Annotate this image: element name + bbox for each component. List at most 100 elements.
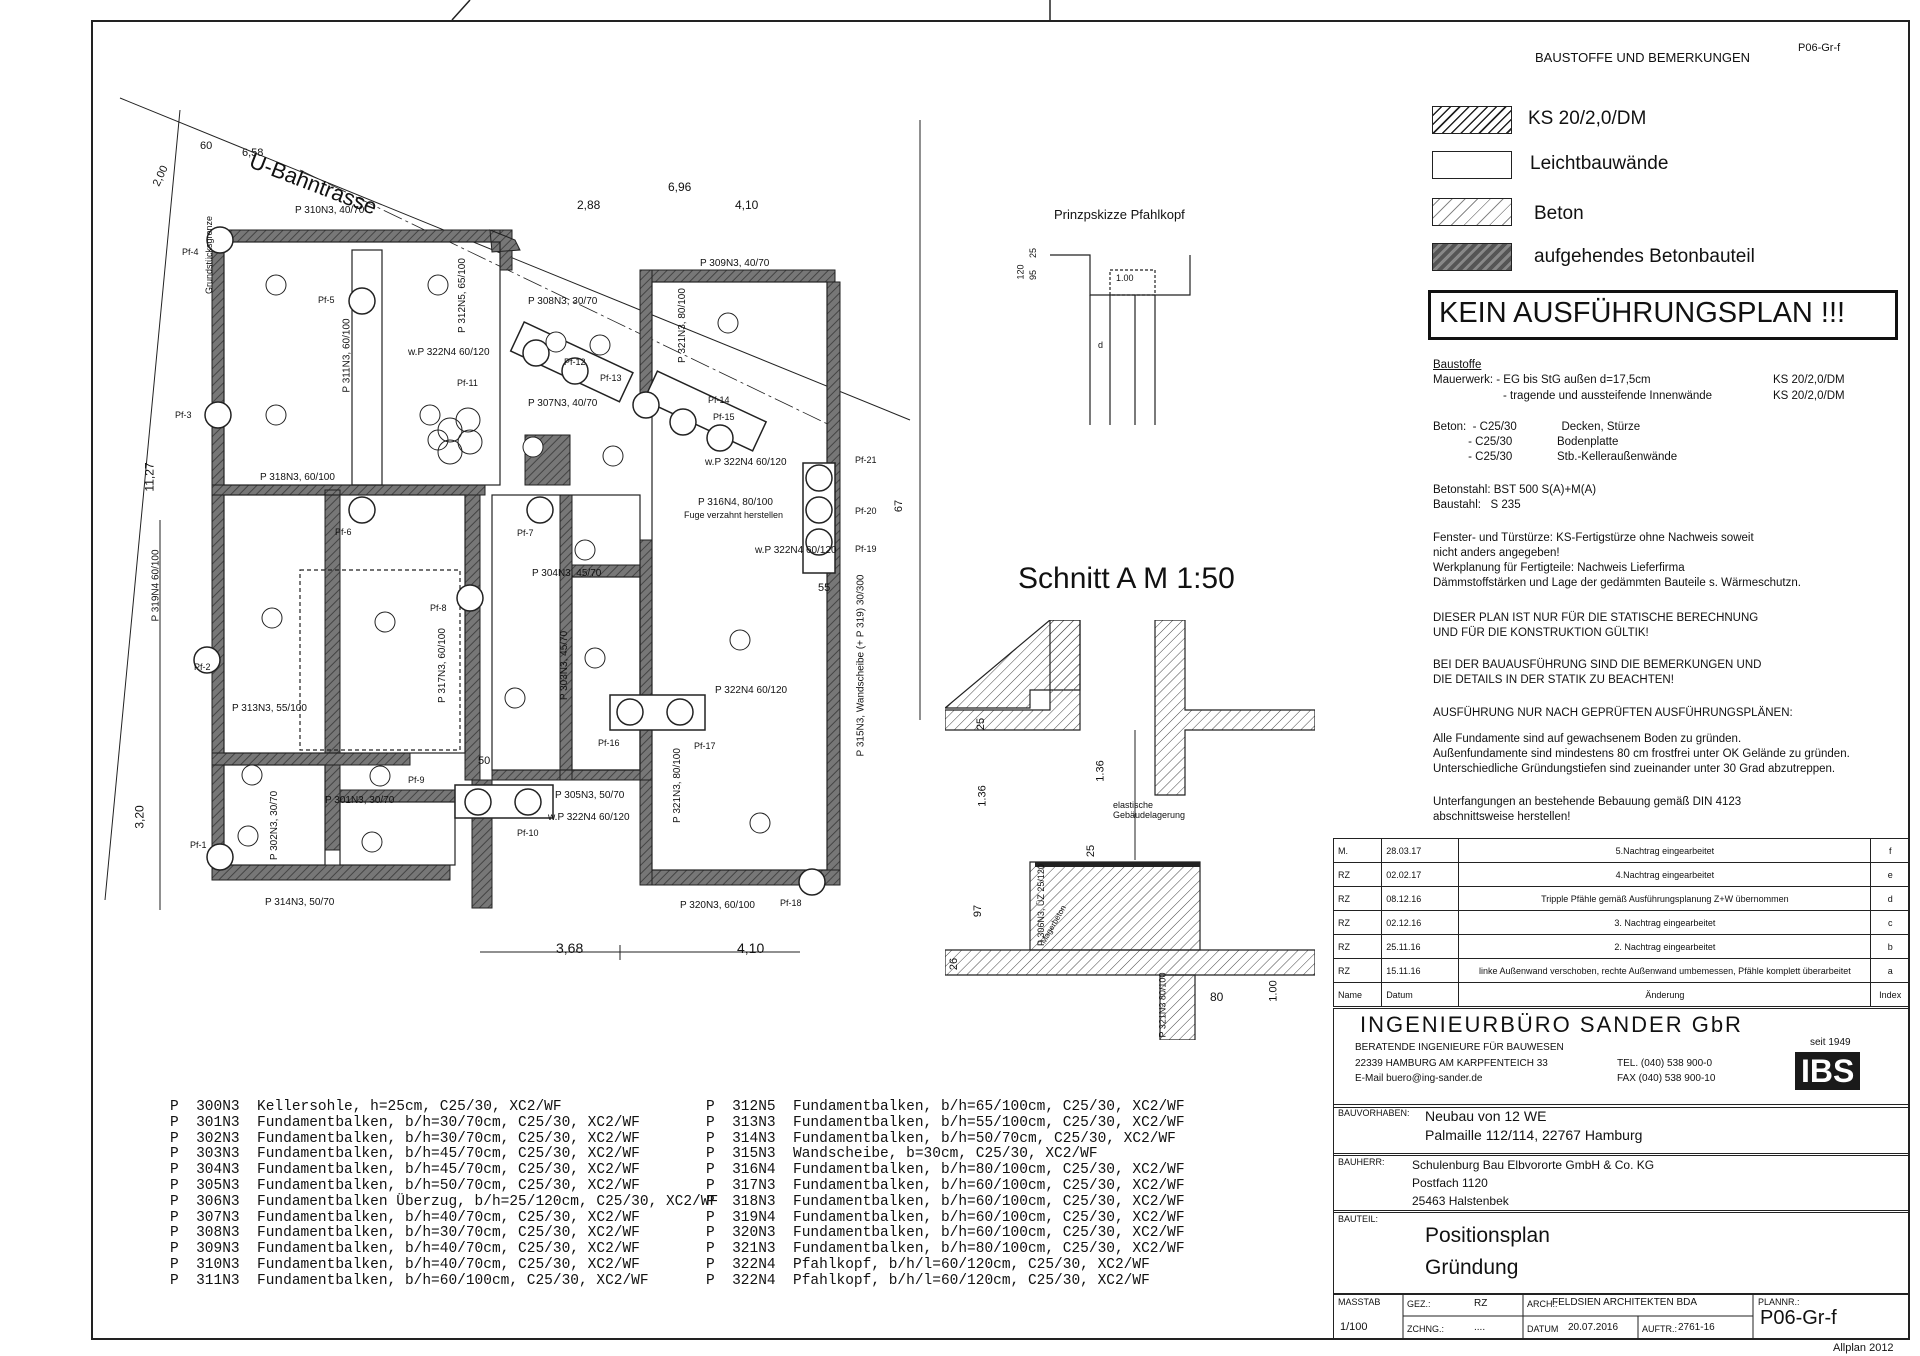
arch-label: ARCH.: xyxy=(1527,1299,1558,1309)
pile-label: Pf-4 xyxy=(182,247,199,257)
dim-80: 80 xyxy=(1210,990,1224,1004)
bauherr-line3: 25463 Halstenbek xyxy=(1412,1194,1509,1208)
software-label: Allplan 2012 xyxy=(1833,1342,1894,1354)
gez-label: GEZ.: xyxy=(1407,1299,1431,1309)
revision-name: RZ xyxy=(1332,958,1383,983)
pile-label: Pf-8 xyxy=(430,603,447,613)
foundation-plan xyxy=(104,97,921,960)
dim-100: 1.00 xyxy=(1267,980,1280,1002)
top-border-lines xyxy=(451,0,1051,21)
metadata-grid xyxy=(1402,1293,1754,1340)
revision-text: Tripple Pfähle gemäß Ausführungsplanung … xyxy=(1458,886,1872,911)
dim-26: 26 xyxy=(948,957,961,971)
legend-label: Leichtbauwände xyxy=(1530,153,1669,174)
axis-line xyxy=(299,169,841,431)
dim-410-top: 4,10 xyxy=(735,198,759,212)
pile-label: Pf-20 xyxy=(855,506,877,516)
metadata-row xyxy=(1333,1293,1910,1340)
notes-fenster: Fenster- und Türstürze: KS-Fertigstürze … xyxy=(1433,532,1801,589)
gez-value: RZ xyxy=(1474,1298,1488,1309)
pile-label: Pf-5 xyxy=(318,295,335,305)
legend-label: aufgehendes Betonbauteil xyxy=(1534,246,1755,267)
dim-120: 120 xyxy=(1015,264,1026,280)
notes-mauerwerk-value-2: KS 20/2,0/DM xyxy=(1773,390,1845,402)
pfahlkopf-label: w.P 322N4 60/120 xyxy=(408,347,490,358)
beam-label: P 309N3, 40/70 xyxy=(700,258,770,269)
pfahlkopf-label: w.P 322N4 60/120 xyxy=(548,812,630,823)
notes-stahl: Betonstahl: BST 500 S(A)+M(A) Baustahl: … xyxy=(1433,484,1597,511)
outer-walls xyxy=(211,229,841,909)
revision-name: RZ xyxy=(1332,910,1383,935)
dim-1127: 11,27 xyxy=(142,462,157,492)
bauvorhaben-block xyxy=(1333,1104,1910,1156)
zchng-value: .... xyxy=(1474,1322,1486,1333)
masstab-value: 1/100 xyxy=(1340,1321,1368,1333)
dim-696: 6,96 xyxy=(668,180,692,194)
legend-label: KS 20/2,0/DM xyxy=(1528,108,1647,129)
revision-name: Name xyxy=(1332,982,1383,1007)
datum-label: DATUM xyxy=(1527,1324,1559,1334)
dim-60: 60 xyxy=(200,140,213,152)
bauvorhaben-line1: Neubau von 12 WE xyxy=(1425,1108,1547,1124)
legend-swatch-betonbauteil xyxy=(1432,243,1512,271)
notes-gueltig: DIESER PLAN IST NUR FÜR DIE STATISCHE BE… xyxy=(1433,612,1759,639)
beam-label: P 301N3, 30/70 xyxy=(325,795,395,806)
room-numbers xyxy=(237,274,771,853)
bauherr-line2: Postfach 1120 xyxy=(1412,1176,1488,1190)
beam-label: P 320N3, 60/100 xyxy=(680,900,755,911)
tree-icon xyxy=(427,407,483,465)
beam-label: P 303N3, 45/70 xyxy=(559,630,571,701)
plan-code-top: P06-Gr-f xyxy=(1798,42,1841,54)
bauherr-line1: Schulenburg Bau Elbvororte GmbH & Co. KG xyxy=(1412,1158,1655,1172)
beam-label: P 313N3, 55/100 xyxy=(232,703,307,714)
plannr-value: P06-Gr-f xyxy=(1760,1307,1837,1329)
datum-value: 20.07.2016 xyxy=(1568,1322,1619,1333)
warning-box: KEIN AUSFÜHRUNGSPLAN !!! xyxy=(1428,290,1898,340)
pfahlkopf-label: w.P 322N4 60/120 xyxy=(705,457,787,468)
pile-label: Pf-15 xyxy=(713,412,735,422)
dim-658: 6,58 xyxy=(242,147,264,159)
bauvorhaben-label: BAUVORHABEN: xyxy=(1338,1108,1410,1118)
pile-label: Pf-2 xyxy=(194,662,211,672)
dim-55: 55 xyxy=(818,582,831,594)
pile-label: Pf-10 xyxy=(517,828,539,838)
notes-fundamente: Alle Fundamente sind auf gewachsenem Bod… xyxy=(1433,733,1850,775)
p321-label: P 321N3 80/100 xyxy=(1157,972,1168,1038)
dim-288: 2,88 xyxy=(577,198,601,212)
office-name: INGENIEURBÜRO SANDER GbR xyxy=(1360,1012,1743,1037)
bauteil-label: BAUTEIL: xyxy=(1338,1214,1379,1224)
revision-date: 02.02.17 xyxy=(1381,862,1460,887)
legend-swatch-leichtbau xyxy=(1432,151,1512,179)
revision-date: 15.11.16 xyxy=(1381,958,1460,983)
beam-label: P 308N3, 30/70 xyxy=(528,296,598,307)
notes-heading: Baustoffe xyxy=(1433,359,1482,371)
dim-100: 1.00 xyxy=(1116,273,1134,283)
drawing-frame xyxy=(91,20,1910,1340)
beam-label: P 316N4, 80/100 xyxy=(698,497,773,508)
beam-label: P 302N3, 30/70 xyxy=(269,790,281,861)
beam-label: P 317N3, 60/100 xyxy=(436,628,448,703)
beam-label: Fuge verzahnt herstellen xyxy=(684,510,784,520)
dim-95: 95 xyxy=(1028,269,1039,281)
pile-label: Pf-21 xyxy=(855,455,877,465)
beam-label: P 315N3, Wandscheibe (+ P 319) 30/300 xyxy=(855,574,867,757)
bauteil-line2: Gründung xyxy=(1425,1256,1519,1279)
plannr-label: PLANNR.: xyxy=(1758,1297,1800,1307)
pfahlkopf-sketch xyxy=(1050,254,1191,425)
pile-label: Pf-3 xyxy=(175,410,192,420)
position-list-left: P 300N3 Kellersohle, h=25cm, C25/30, XC2… xyxy=(170,1099,719,1289)
pile-label: Pf-14 xyxy=(708,395,730,405)
revision-idx: Index xyxy=(1870,982,1910,1007)
legend-swatch-ks xyxy=(1432,106,1512,134)
revision-text: linke Außenwand verschoben, rechte Außen… xyxy=(1458,958,1872,983)
office-since: seit 1949 xyxy=(1810,1037,1851,1048)
pile-label: Pf-11 xyxy=(457,378,478,388)
revision-name: RZ xyxy=(1332,862,1383,887)
beam-label: P 304N3, 45/70 xyxy=(532,568,602,579)
bauteil-line1: Positionsplan xyxy=(1425,1224,1550,1247)
auftr-value: 2761-16 xyxy=(1678,1322,1715,1333)
revision-idx: f xyxy=(1870,838,1910,863)
